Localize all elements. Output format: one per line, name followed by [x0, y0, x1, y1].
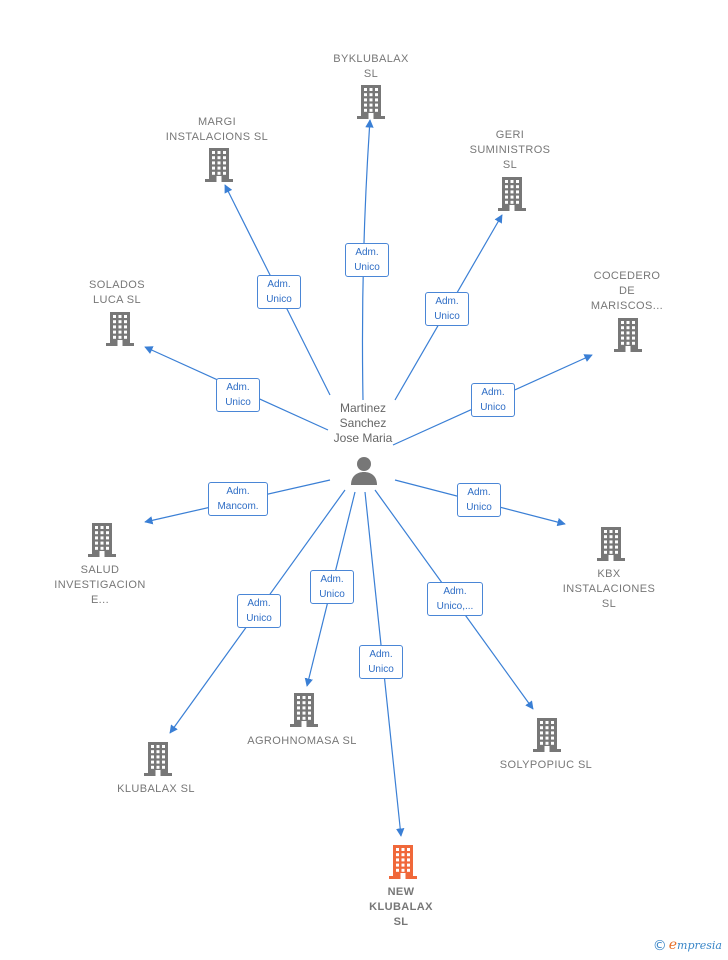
edge-label-new-klubalax[interactable]: Adm. Unico: [359, 645, 403, 679]
company-label-solados[interactable]: SOLADOS LUCA SL: [89, 279, 145, 306]
empresia-brand: ©empresia: [653, 937, 722, 954]
building-icon[interactable]: [205, 148, 233, 182]
building-icon[interactable]: [290, 693, 318, 727]
company-label-geri[interactable]: GERI SUMINISTROS SL: [469, 129, 551, 171]
brand-initial: e: [668, 937, 678, 953]
edge-label-byklubalax[interactable]: Adm. Unico: [345, 243, 389, 277]
copyright-icon: ©: [652, 938, 667, 954]
person-icon[interactable]: [349, 455, 379, 485]
building-icon[interactable]: [597, 527, 625, 561]
company-label-byklubalax[interactable]: BYKLUBALAX SL: [333, 53, 409, 80]
company-label-agrohnomasa[interactable]: AGROHNOMASA SL: [247, 735, 357, 747]
building-icon[interactable]: [498, 177, 526, 211]
building-icon[interactable]: [614, 318, 642, 352]
building-icon[interactable]: [106, 312, 134, 346]
edge-label-geri[interactable]: Adm. Unico: [425, 292, 469, 326]
edge-label-kbx[interactable]: Adm. Unico: [457, 483, 501, 517]
building-icon[interactable]: [389, 845, 417, 879]
company-label-solypopiuc[interactable]: SOLYPOPIUC SL: [499, 759, 593, 771]
building-icon[interactable]: [357, 85, 385, 119]
edge-label-klubalax[interactable]: Adm. Unico: [237, 594, 281, 628]
edge-label-solypopiuc[interactable]: Adm. Unico,...: [427, 582, 483, 616]
brand-name: mpresia: [677, 939, 722, 952]
company-label-cocedero[interactable]: COCEDERO DE MARISCOS...: [590, 270, 664, 312]
edge-label-agrohnomasa[interactable]: Adm. Unico: [310, 570, 354, 604]
building-icon[interactable]: [144, 742, 172, 776]
building-icon[interactable]: [533, 718, 561, 752]
edge-label-cocedero[interactable]: Adm. Unico: [471, 383, 515, 417]
edge-label-salud[interactable]: Adm. Mancom.: [208, 482, 268, 516]
building-icon[interactable]: [88, 523, 116, 557]
edge-label-margi[interactable]: Adm. Unico: [257, 275, 301, 309]
company-label-kbx[interactable]: KBX INSTALACIONES SL: [562, 568, 656, 610]
center-person-label: Martinez Sanchez Jose Maria: [333, 401, 393, 445]
edge-label-solados[interactable]: Adm. Unico: [216, 378, 260, 412]
company-label-new-klubalax[interactable]: NEW KLUBALAX SL: [369, 886, 433, 928]
company-label-margi[interactable]: MARGI INSTALACIONS SL: [165, 116, 269, 143]
company-label-klubalax[interactable]: KLUBALAX SL: [117, 783, 195, 795]
company-label-salud[interactable]: SALUD INVESTIGACION E...: [54, 564, 146, 606]
